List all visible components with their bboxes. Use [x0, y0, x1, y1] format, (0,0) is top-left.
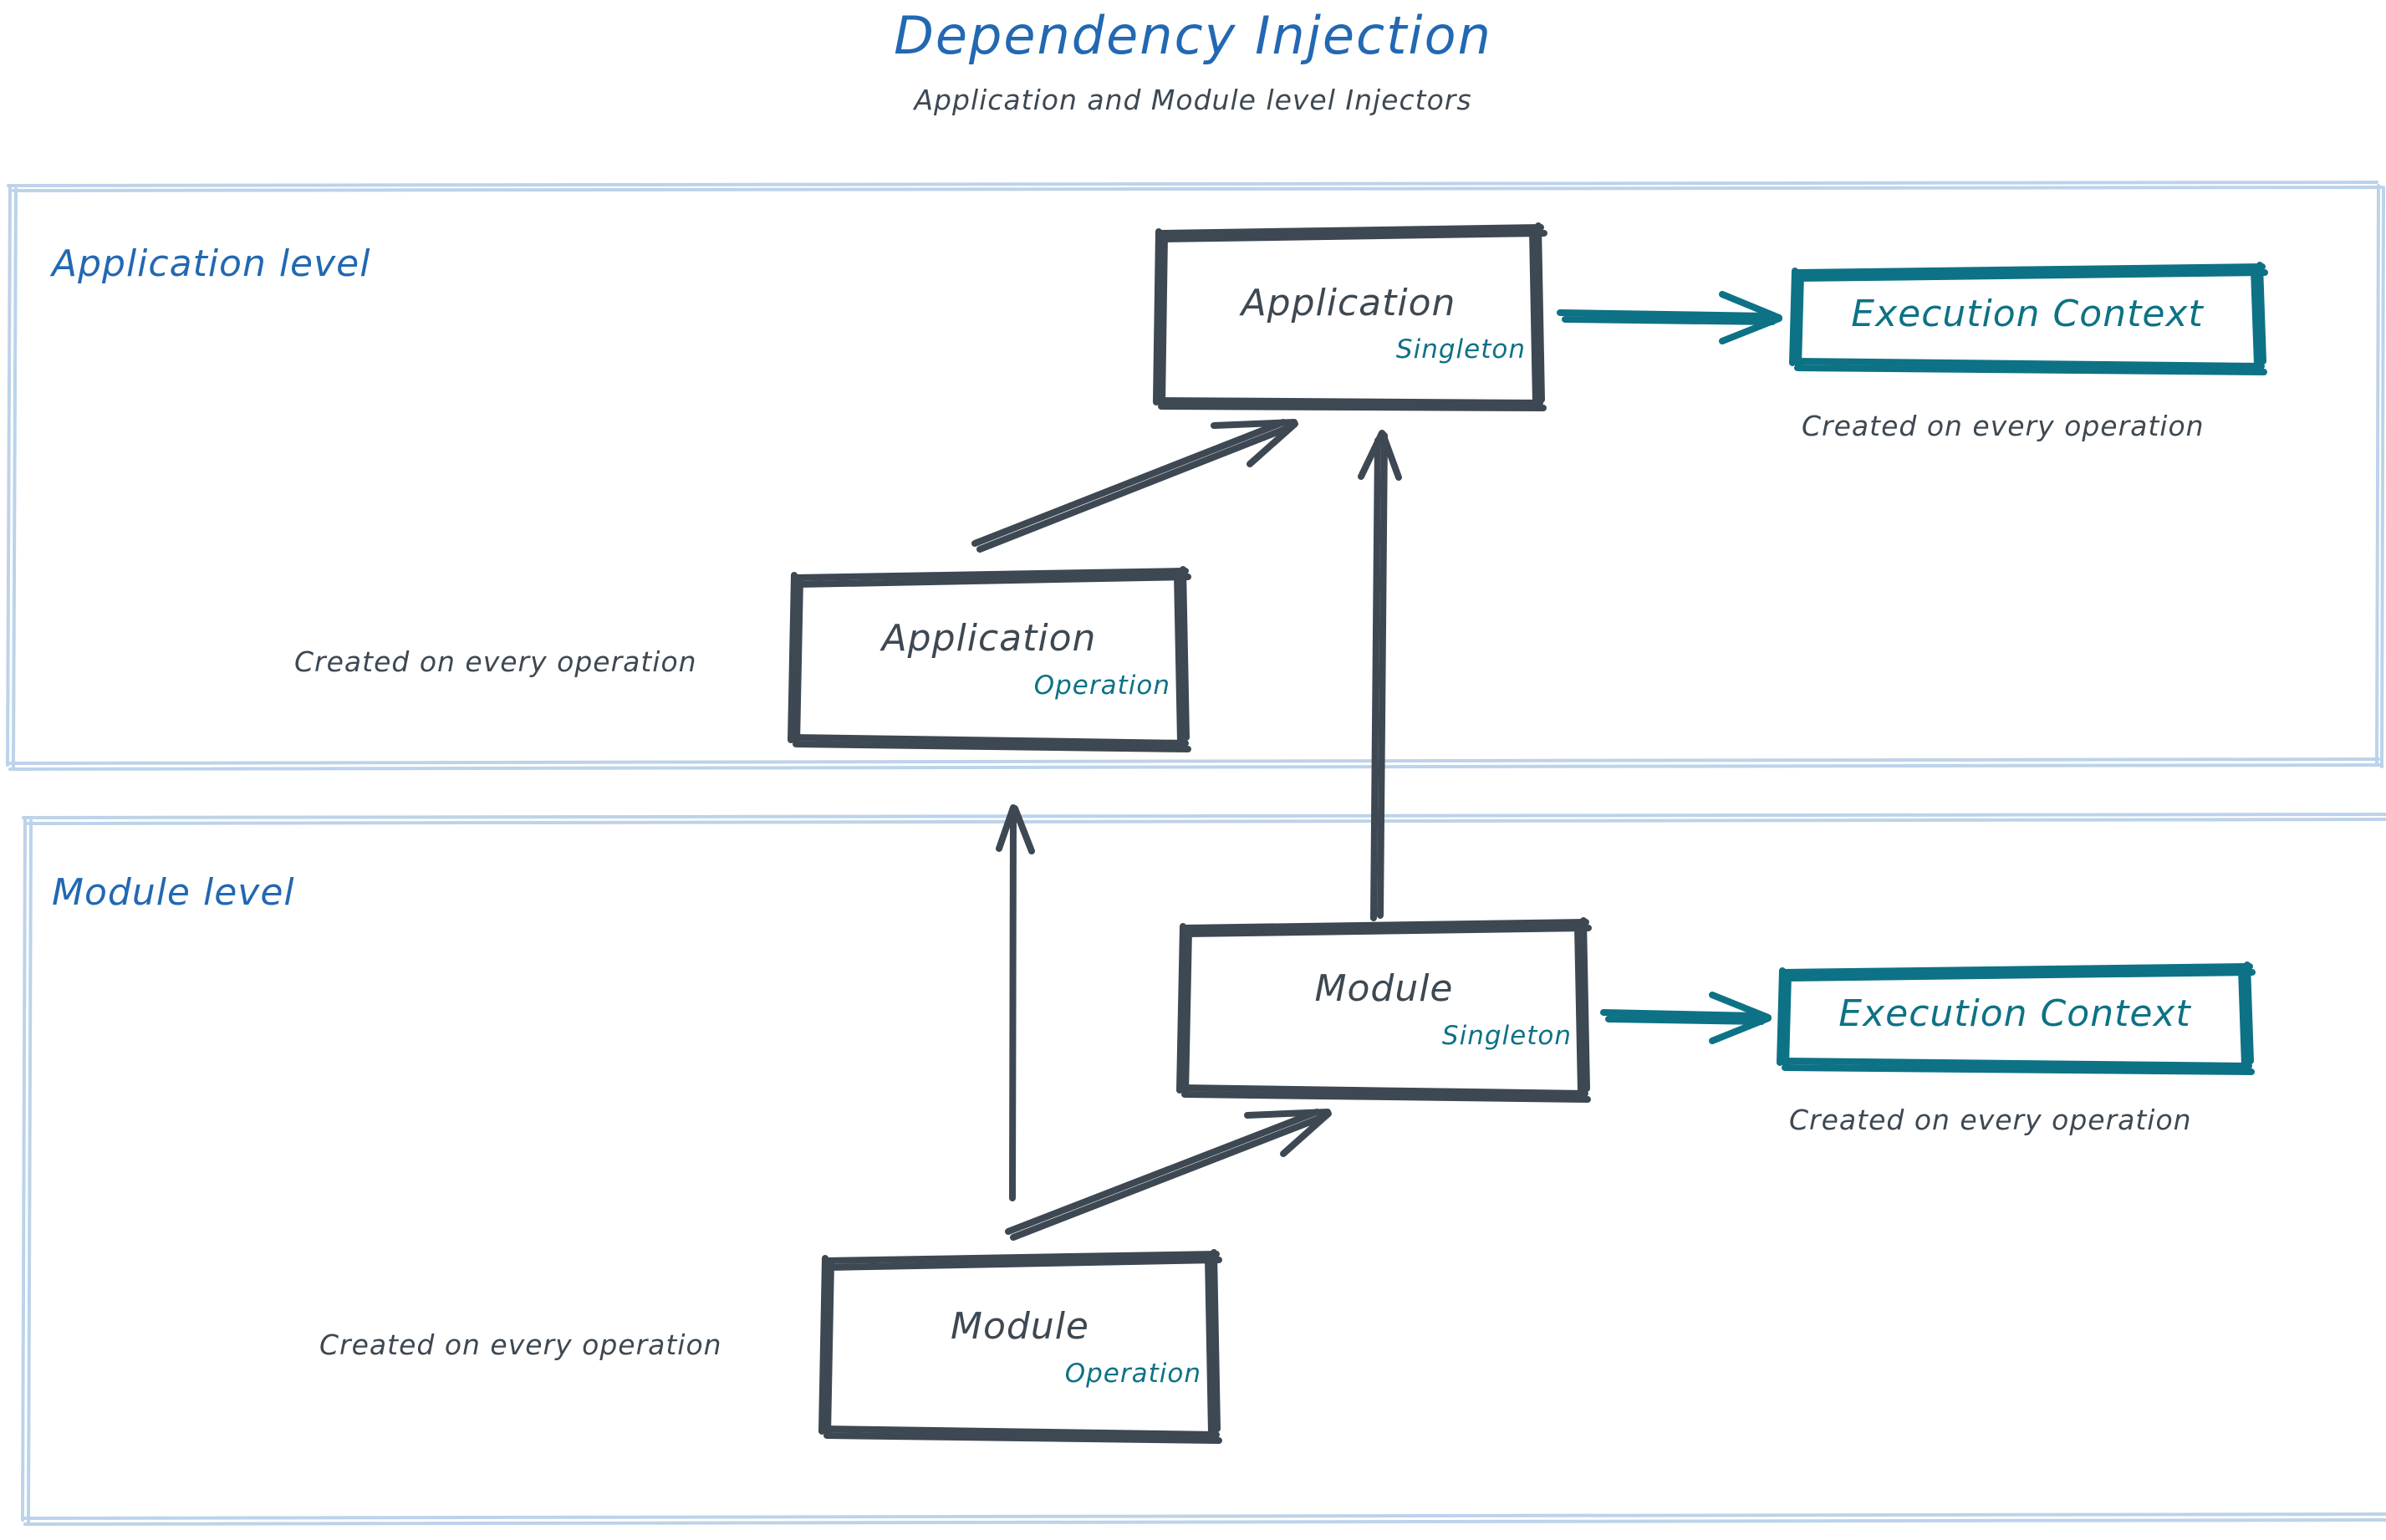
execution-context-application[interactable]: Execution Context	[1793, 269, 2261, 365]
node-title: Module	[1314, 967, 1454, 1010]
node-title: Application	[1241, 282, 1456, 324]
node-module-operation[interactable]: Module Operation	[823, 1257, 1216, 1434]
page-title: Dependency Injection	[894, 5, 1492, 66]
arrow-mod-singleton-to-exec-ctx	[1600, 992, 1772, 1044]
execution-context-module[interactable]: Execution Context	[1781, 969, 2249, 1065]
note-application-operation: Created on every operation	[294, 645, 697, 678]
note-execution-context-module: Created on every operation	[1789, 1104, 2192, 1136]
page-subtitle: Application and Module level Injectors	[914, 84, 1472, 116]
node-application-operation[interactable]: Application Operation	[793, 574, 1185, 741]
node-application-singleton[interactable]: Application Singleton	[1156, 230, 1541, 403]
node-scope-badge: Operation	[1064, 1359, 1201, 1389]
execution-context-label: Execution Context	[1851, 293, 2204, 335]
note-execution-context-application: Created on every operation	[1802, 410, 2205, 442]
note-module-operation: Created on every operation	[319, 1328, 722, 1361]
arrow-app-operation-to-app-singleton	[971, 419, 1298, 553]
node-module-singleton[interactable]: Module Singleton	[1181, 924, 1587, 1091]
execution-context-label: Execution Context	[1838, 992, 2191, 1035]
arrow-mod-singleton-to-app-singleton	[1358, 430, 1402, 921]
node-title: Module	[951, 1305, 1089, 1348]
panel-label-application-level: Application level	[52, 242, 371, 285]
arrow-mod-operation-to-mod-singleton	[1005, 1109, 1332, 1241]
node-scope-badge: Singleton	[1441, 1021, 1572, 1051]
node-scope-badge: Singleton	[1395, 334, 1526, 365]
arrow-app-singleton-to-exec-ctx	[1557, 291, 1782, 344]
arrow-mod-operation-to-app-operation	[996, 804, 1035, 1201]
panel-label-module-level: Module level	[52, 871, 295, 914]
node-scope-badge: Operation	[1033, 671, 1170, 701]
node-title: Application	[881, 617, 1097, 660]
